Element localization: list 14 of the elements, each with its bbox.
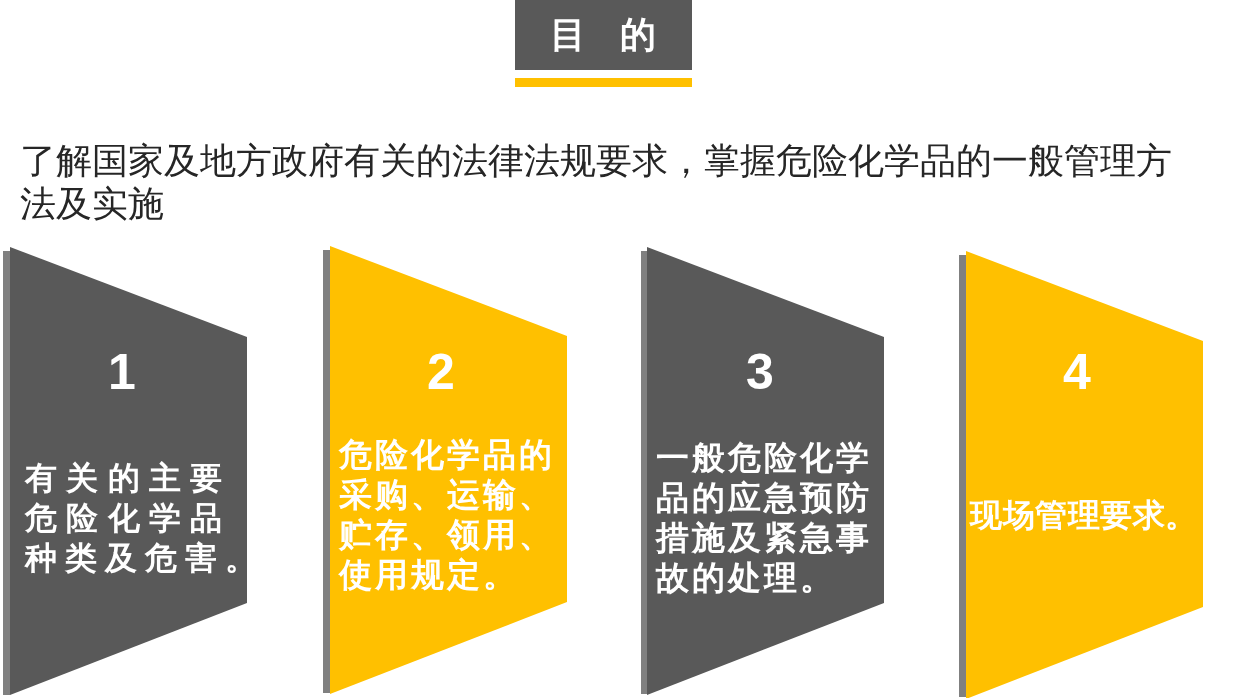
panel-text: 现场管理要求。 bbox=[970, 496, 1199, 535]
intro-text: 了解国家及地方政府有关的法律法规要求，掌握危险化学品的一般管理方法及实施 bbox=[20, 139, 1173, 225]
trapezoid-panel bbox=[10, 247, 247, 695]
trapezoid-panel bbox=[330, 246, 567, 694]
panel-text: 一般危险化学品的应急预防措施及紧急事故的处理。 bbox=[656, 438, 873, 598]
trapezoid-panel bbox=[647, 247, 884, 695]
step-number: 4 bbox=[1063, 347, 1091, 397]
panel-text: 有关的主要危险化学品种类及危害。 bbox=[25, 459, 265, 578]
panel-text: 危险化学品的采购、运输、贮存、领用、使用规定。 bbox=[339, 435, 556, 595]
trapezoid-panel bbox=[966, 251, 1203, 698]
step-number: 2 bbox=[427, 347, 455, 397]
title-banner: 目 的 bbox=[515, 0, 692, 70]
step-number: 1 bbox=[108, 347, 136, 397]
step-number: 3 bbox=[746, 347, 774, 397]
